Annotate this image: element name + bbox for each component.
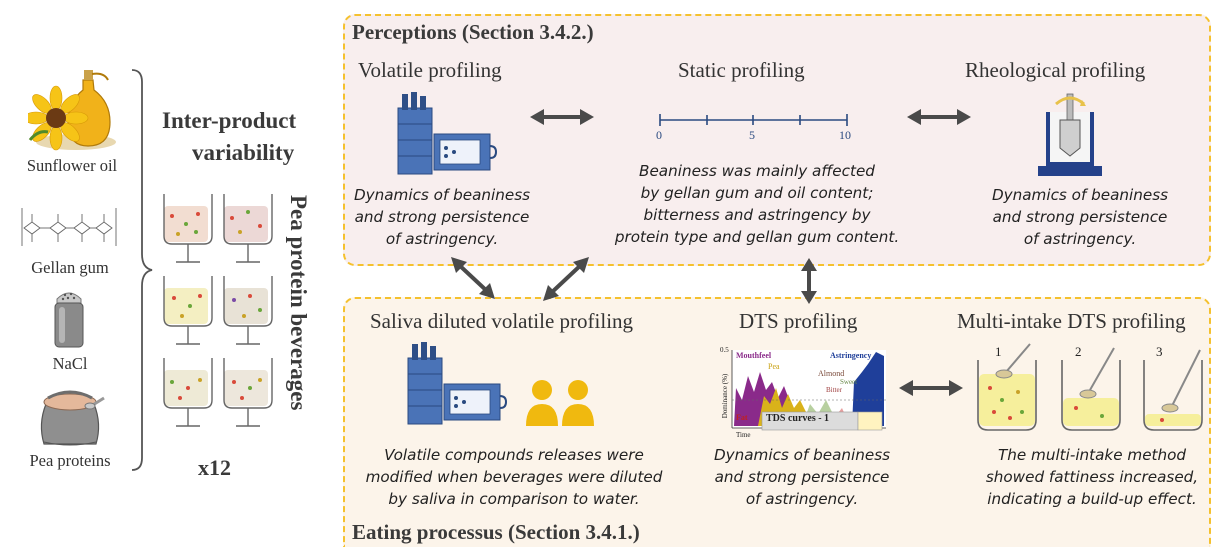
- saliva-profiling-title: Saliva diluted volatile profiling: [370, 309, 634, 333]
- dts-label-sweet: Sweet: [840, 378, 858, 386]
- sunflower-oil-icon: [28, 70, 116, 151]
- arrow-volatile-saliva: [451, 257, 495, 299]
- dts-ylabel: Dominance (%): [721, 373, 729, 419]
- scale-tick-5: 5: [749, 128, 755, 142]
- volatile-profiling-desc: Dynamics of beaniness and strong persist…: [353, 186, 531, 248]
- multi-intake-beakers: [977, 343, 1203, 431]
- dts-label-pea: Pea: [768, 362, 780, 371]
- eating-heading: Eating processus (Section 3.4.1.): [352, 520, 640, 544]
- static-profiling-desc: Beaniness was mainly affected by gellan …: [614, 162, 900, 246]
- dts-label-astringency: Astringency: [830, 351, 872, 360]
- pea-protein-sack-icon: [40, 390, 105, 446]
- ingredient-label-pea-proteins: Pea proteins: [29, 451, 111, 470]
- ingredients-column: Sunflower oil Gellan gum NaCl Pea protei…: [0, 0, 153, 547]
- dts-profiling-title: DTS profiling: [739, 309, 858, 333]
- saliva-profiling-desc: Volatile compounds releases were modifie…: [365, 446, 663, 508]
- panelists-icon: [526, 380, 594, 426]
- arrow-static-dts: [801, 258, 817, 304]
- arrow-static-saliva: [543, 257, 589, 301]
- ingredients-bracket: [131, 69, 153, 471]
- dts-label-fat: Fat: [736, 413, 748, 422]
- salt-shaker-icon: [54, 292, 84, 348]
- beverages-vertical-label: Pea protein beverages: [286, 195, 311, 411]
- dts-label-mouthfeel: Mouthfeel: [736, 351, 772, 360]
- dts-profiling-desc: Dynamics of beaniness and strong persist…: [713, 446, 891, 508]
- gc-ms-instrument-icon: [397, 92, 498, 175]
- multi-intake-title: Multi-intake DTS profiling: [957, 309, 1186, 333]
- scale-tick-10: 10: [839, 128, 851, 142]
- arrow-volatile-static: [530, 109, 594, 125]
- multi-intake-desc: The multi-intake method showed fattiness…: [985, 446, 1199, 508]
- scale-tick-0: 0: [656, 128, 662, 142]
- rheometer-icon: [1038, 93, 1102, 176]
- ingredient-label-sunflower-oil: Sunflower oil: [26, 156, 118, 175]
- variability-heading-line2: variability: [192, 140, 295, 165]
- volatile-profiling-title: Volatile profiling: [358, 58, 502, 82]
- dts-curves-chart: [731, 350, 886, 431]
- ingredient-label-nacl: NaCl: [52, 354, 88, 373]
- beverage-beaker-grid: [163, 193, 273, 427]
- arrow-dts-multi: [899, 380, 963, 396]
- dts-xlabel: Time: [736, 431, 751, 439]
- ingredient-label-gellan-gum: Gellan gum: [31, 258, 109, 277]
- static-scale-line: [659, 114, 848, 126]
- intake-number-2: 2: [1075, 344, 1082, 359]
- gellan-gum-structure-icon: [21, 208, 117, 246]
- saliva-gc-ms-icon: [407, 342, 508, 425]
- perceptions-heading: Perceptions (Section 3.4.2.): [352, 20, 594, 44]
- rheological-profiling-title: Rheological profiling: [965, 58, 1146, 82]
- dts-y05: 0.5: [720, 346, 729, 354]
- beverage-count: x12: [198, 455, 231, 480]
- dts-legend: TDS curves - 1: [766, 413, 830, 424]
- intake-number-3: 3: [1156, 344, 1163, 359]
- variability-heading-line1: Inter-product: [162, 108, 297, 133]
- rheological-profiling-desc: Dynamics of beaniness and strong persist…: [991, 186, 1169, 248]
- dts-label-bitter: Bitter: [826, 386, 842, 394]
- dts-label-almond: Almond: [818, 369, 845, 378]
- intake-number-1: 1: [995, 344, 1002, 359]
- arrow-static-rheological: [907, 109, 971, 125]
- static-profiling-title: Static profiling: [678, 58, 805, 82]
